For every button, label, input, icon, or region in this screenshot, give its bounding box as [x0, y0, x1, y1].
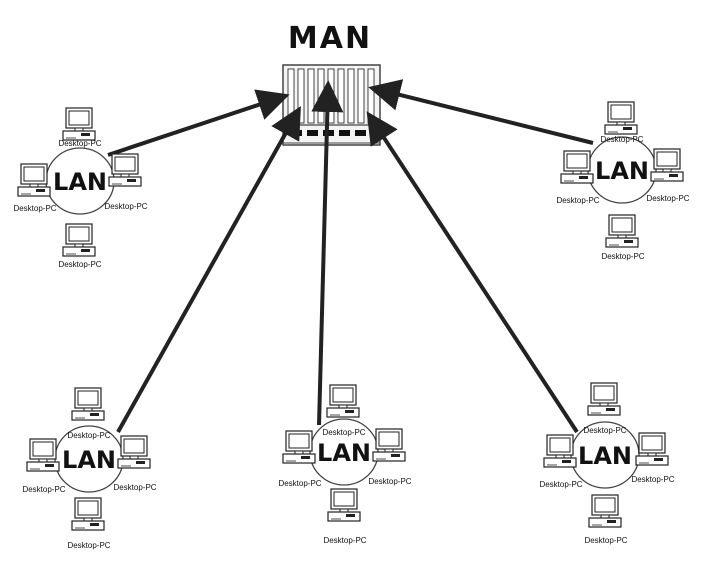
- desktop-pc-icon: [635, 432, 669, 466]
- lan-label: LAN: [595, 157, 649, 185]
- pc-label: Desktop-PC: [583, 426, 626, 435]
- desktop-pc-icon: [587, 382, 621, 416]
- pc-label: Desktop-PC: [67, 431, 110, 440]
- lan-cluster: LAN Desktop-PC Desktop-PC Desktop-PC Des…: [22, 387, 157, 550]
- arrow-lan-bottom-left: [116, 106, 301, 433]
- pc-label: Desktop-PC: [322, 428, 365, 437]
- pc-label: Desktop-PC: [600, 135, 643, 144]
- arrow-lan-top-left: [107, 89, 290, 157]
- desktop-pc-icon: [62, 223, 96, 257]
- pc-label: Desktop-PC: [104, 202, 147, 211]
- lan-label: LAN: [53, 168, 107, 196]
- connections: [107, 79, 594, 434]
- desktop-pc-icon: [62, 107, 96, 141]
- man-switch-icon: [282, 64, 381, 146]
- pc-label: Desktop-PC: [601, 252, 644, 261]
- desktop-pc-icon: [26, 438, 60, 472]
- desktop-pc-icon: [326, 384, 360, 418]
- desktop-pc-icon: [605, 214, 639, 248]
- lan-cluster: LAN Desktop-PC Desktop-PC Desktop-PC Des…: [13, 107, 148, 269]
- pc-label: Desktop-PC: [323, 536, 366, 545]
- desktop-pc-icon: [117, 435, 151, 469]
- desktop-pc-icon: [604, 101, 638, 135]
- pc-label: Desktop-PC: [58, 260, 101, 269]
- pc-label: Desktop-PC: [58, 139, 101, 148]
- pc-label: Desktop-PC: [13, 204, 56, 213]
- desktop-pc-icon: [71, 497, 105, 531]
- pc-label: Desktop-PC: [584, 536, 627, 545]
- man-title: MAN: [288, 21, 372, 56]
- pc-label: Desktop-PC: [67, 541, 110, 550]
- pc-label: Desktop-PC: [631, 475, 674, 484]
- desktop-pc-icon: [650, 148, 684, 182]
- pc-label: Desktop-PC: [22, 485, 65, 494]
- arrow-lan-bottom-center: [311, 80, 344, 426]
- desktop-pc-icon: [543, 434, 577, 468]
- arrow-lan-bottom-right: [366, 111, 579, 434]
- pc-label: Desktop-PC: [113, 483, 156, 492]
- desktop-pc-icon: [327, 488, 361, 522]
- pc-label: Desktop-PC: [368, 477, 411, 486]
- arrow-lan-top-right: [368, 79, 594, 145]
- lan-label: LAN: [317, 439, 371, 467]
- desktop-pc-icon: [560, 150, 594, 184]
- desktop-pc-icon: [17, 163, 51, 197]
- pc-label: Desktop-PC: [556, 196, 599, 205]
- lan-cluster: LAN Desktop-PC Desktop-PC Desktop-PC Des…: [539, 382, 675, 545]
- lan-label: LAN: [578, 442, 632, 470]
- lan-cluster: LAN Desktop-PC Desktop-PC Desktop-PC Des…: [556, 101, 690, 261]
- lan-cluster: LAN Desktop-PC Desktop-PC Desktop-PC Des…: [278, 384, 412, 545]
- desktop-pc-icon: [282, 430, 316, 464]
- desktop-pc-icon: [71, 387, 105, 421]
- desktop-pc-icon: [588, 494, 622, 528]
- pc-label: Desktop-PC: [278, 479, 321, 488]
- lan-label: LAN: [62, 446, 116, 474]
- pc-label: Desktop-PC: [539, 480, 582, 489]
- desktop-pc-icon: [372, 428, 406, 462]
- pc-label: Desktop-PC: [646, 194, 689, 203]
- desktop-pc-icon: [108, 153, 142, 187]
